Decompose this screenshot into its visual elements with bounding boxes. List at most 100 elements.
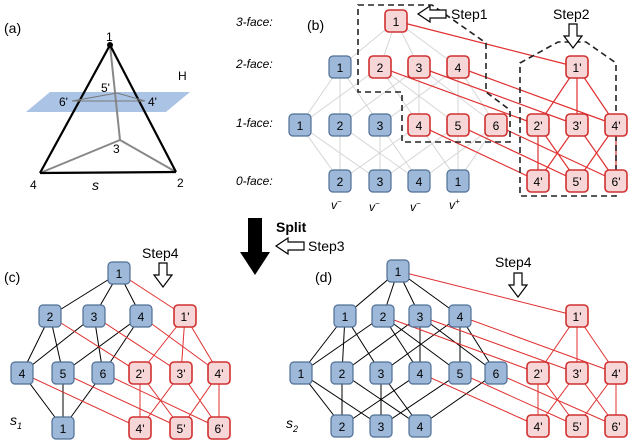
node-box-b0d bbox=[446, 169, 470, 193]
node-label-bp1: 1' bbox=[573, 61, 582, 75]
plane-h-label: H bbox=[178, 69, 187, 83]
node-box-dp4 bbox=[604, 361, 628, 385]
step4-d-label: Step4 bbox=[495, 254, 532, 270]
node-dp4: 4' bbox=[604, 361, 628, 385]
node-box-b0c bbox=[407, 169, 431, 193]
edge-c2b-c1a bbox=[21, 315, 95, 374]
node-box-dq5 bbox=[565, 414, 589, 438]
node-label-bq4: 4' bbox=[534, 175, 543, 189]
node-box-d1b bbox=[330, 361, 354, 385]
edge-b2b-b1a bbox=[299, 66, 381, 126]
node-box-c0a bbox=[51, 416, 75, 440]
step1-arrow-icon bbox=[416, 4, 447, 24]
node-label-bp4: 4' bbox=[612, 119, 621, 133]
node-cp1: 1' bbox=[173, 304, 197, 328]
panel-label-d: (d) bbox=[315, 269, 332, 285]
node-label-b2a: 1 bbox=[337, 61, 344, 75]
node-box-bq5 bbox=[565, 169, 589, 193]
edge-d2c-d1b bbox=[341, 315, 421, 374]
node-label-b0c: 4 bbox=[416, 175, 423, 189]
node-box-b1d bbox=[407, 113, 431, 137]
node-d0b: 3 bbox=[369, 414, 393, 438]
step2-arrow-icon bbox=[562, 23, 584, 49]
edge-d1f-dq6 bbox=[495, 372, 617, 427]
edge-d2d-dp4 bbox=[459, 315, 617, 374]
edge-c2c-c1b bbox=[62, 315, 142, 374]
node-label-dq6: 6' bbox=[612, 420, 621, 434]
panel-label-a: (a) bbox=[4, 20, 21, 36]
node-bq5: 5' bbox=[565, 169, 589, 193]
edge-b1f-b0c bbox=[418, 124, 497, 182]
node-label-dp3: 3' bbox=[573, 367, 582, 381]
edge-d1d-dq4 bbox=[419, 372, 539, 427]
edge-d2c-d1f bbox=[419, 315, 497, 374]
node-box-d1f bbox=[484, 361, 508, 385]
node-label-dq5: 5' bbox=[573, 420, 582, 434]
v-label-0: v− bbox=[331, 197, 342, 212]
point-5p-label: 5' bbox=[101, 81, 110, 95]
vertex-3-label: 3 bbox=[113, 142, 120, 156]
edge-4-2 bbox=[39, 170, 177, 175]
s1-label: s1 bbox=[10, 412, 22, 431]
edge-d2b-dp2 bbox=[382, 315, 539, 374]
edge-b1f-bq6 bbox=[495, 124, 617, 182]
vertex-1-label: 1 bbox=[106, 30, 113, 44]
node-b2c: 3 bbox=[407, 55, 431, 79]
edge-d2c-dp3 bbox=[419, 315, 578, 374]
node-label-b0d: 1 bbox=[455, 175, 462, 189]
node-label-c0a: 1 bbox=[60, 422, 67, 436]
node-label-c1c: 6 bbox=[100, 367, 107, 381]
node-bp3: 3' bbox=[565, 113, 589, 137]
node-label-dp2: 2' bbox=[534, 367, 543, 381]
edge-d3-dp1 bbox=[397, 270, 578, 317]
node-box-d1e bbox=[448, 361, 472, 385]
node-label-cp2: 2' bbox=[136, 367, 145, 381]
step1-label: Step1 bbox=[451, 6, 488, 22]
step4-c-arrow-icon bbox=[152, 262, 174, 288]
node-box-b2c bbox=[407, 55, 431, 79]
node-b0c: 4 bbox=[407, 169, 431, 193]
node-bp1: 1' bbox=[565, 55, 589, 79]
node-label-d2b: 2 bbox=[380, 310, 387, 324]
node-bp2: 2' bbox=[526, 113, 550, 137]
node-label-c3: 1 bbox=[116, 267, 123, 281]
node-c1c: 6 bbox=[91, 361, 115, 385]
node-box-dq4 bbox=[526, 414, 550, 438]
node-label-b1d: 4 bbox=[416, 119, 423, 133]
node-d2c: 3 bbox=[408, 304, 432, 328]
step4-c-label: Step4 bbox=[142, 245, 179, 261]
node-dp3: 3' bbox=[565, 361, 589, 385]
node-b2b: 2 bbox=[368, 55, 392, 79]
node-dp2: 2' bbox=[526, 361, 550, 385]
node-label-b1a: 1 bbox=[297, 119, 304, 133]
node-d0c: 4 bbox=[408, 414, 432, 438]
node-d1c: 3 bbox=[369, 361, 393, 385]
node-label-d2c: 3 bbox=[417, 310, 424, 324]
node-d3: 1 bbox=[386, 259, 410, 283]
edge-b2d-bp4 bbox=[457, 66, 617, 126]
node-label-d1a: 1 bbox=[298, 367, 305, 381]
node-box-d1d bbox=[408, 361, 432, 385]
node-c1a: 4 bbox=[10, 361, 34, 385]
edge-1-2 bbox=[109, 44, 177, 173]
node-b1f: 6 bbox=[484, 113, 508, 137]
edge-b2c-bp3 bbox=[418, 66, 578, 126]
step4-d-arrow-icon bbox=[507, 272, 529, 298]
step3-label: Step3 bbox=[308, 238, 345, 254]
node-d1b: 2 bbox=[330, 361, 354, 385]
node-label-d1f: 6 bbox=[493, 367, 500, 381]
v-label-1: v− bbox=[369, 199, 380, 214]
tetrahedron: 1 2 3 4 5' 6' 4' H s bbox=[26, 30, 190, 193]
node-dq6: 6' bbox=[604, 414, 628, 438]
edge-d1f-d0c bbox=[419, 372, 497, 427]
node-b3: 1 bbox=[384, 9, 408, 33]
step2-annotation: Step2 bbox=[553, 6, 590, 49]
edge-3-2 bbox=[119, 139, 177, 173]
simplex-s-label: s bbox=[92, 177, 99, 193]
node-box-cq5 bbox=[169, 416, 193, 440]
node-c2b: 3 bbox=[82, 304, 106, 328]
node-box-d2d bbox=[448, 304, 472, 328]
edge-b1e-bq5 bbox=[457, 124, 578, 182]
node-d1a: 1 bbox=[289, 361, 313, 385]
